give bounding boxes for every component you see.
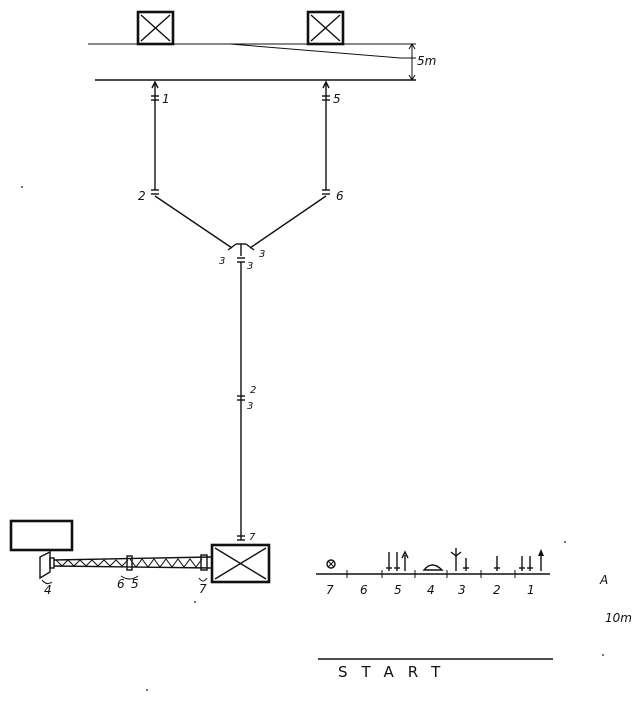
legend-strip xyxy=(316,570,550,578)
stray-dot xyxy=(21,186,23,188)
label-left-top: 1 xyxy=(162,92,170,106)
horn xyxy=(39,550,55,580)
legend-symbol-7 xyxy=(326,559,336,569)
left-diagonal xyxy=(154,195,233,249)
side-scale: 10m xyxy=(605,611,632,625)
label-right-top: 5 xyxy=(333,92,341,106)
junction xyxy=(227,243,255,263)
legend-number-5: 5 xyxy=(394,583,402,597)
legend-symbol-1 xyxy=(519,549,544,571)
beam-label-mid-right: 5 xyxy=(131,577,139,591)
right-diagonal xyxy=(249,195,327,249)
side-scale-label: A xyxy=(599,573,608,587)
top-scale-label: 5m xyxy=(417,54,436,68)
legend-number-3: 3 xyxy=(458,583,466,597)
legend-number-4: 4 xyxy=(427,583,435,597)
side-box xyxy=(9,519,74,552)
truss-beam xyxy=(53,554,212,571)
legend-symbol-3 xyxy=(450,548,469,571)
legend-symbol-4 xyxy=(422,564,444,571)
label-shaft-sub: 3 xyxy=(247,401,253,412)
label-box-entry: 7 xyxy=(249,532,256,543)
stray-dot xyxy=(602,654,604,656)
label-junction-right: 3 xyxy=(259,249,265,260)
legend-symbol-2 xyxy=(494,556,500,571)
range-taper xyxy=(95,43,416,59)
beam-label-left: 4 xyxy=(44,583,52,597)
top-target-left xyxy=(136,10,175,46)
start-label: START xyxy=(338,663,454,681)
legend-number-7: 7 xyxy=(326,583,334,597)
top-target-right xyxy=(306,10,345,46)
dimension-5m xyxy=(408,43,416,81)
beam-label-right: 7 xyxy=(199,582,207,596)
legend-symbol-5 xyxy=(386,550,409,571)
beam-label-mid-left: 6 xyxy=(117,577,125,591)
legend-number-6: 6 xyxy=(360,583,368,597)
label-junction-left: 3 xyxy=(219,256,225,267)
stray-dot xyxy=(146,689,148,691)
stray-dot xyxy=(194,601,196,603)
label-junction-bottom: 3 xyxy=(247,261,253,272)
bottom-target xyxy=(210,543,271,584)
label-right-mid: 6 xyxy=(336,189,344,203)
label-left-mid: 2 xyxy=(138,189,146,203)
label-shaft-sup: 2 xyxy=(250,385,256,396)
stray-dot xyxy=(564,541,566,543)
legend-number-2: 2 xyxy=(493,583,501,597)
legend-number-1: 1 xyxy=(527,583,535,597)
